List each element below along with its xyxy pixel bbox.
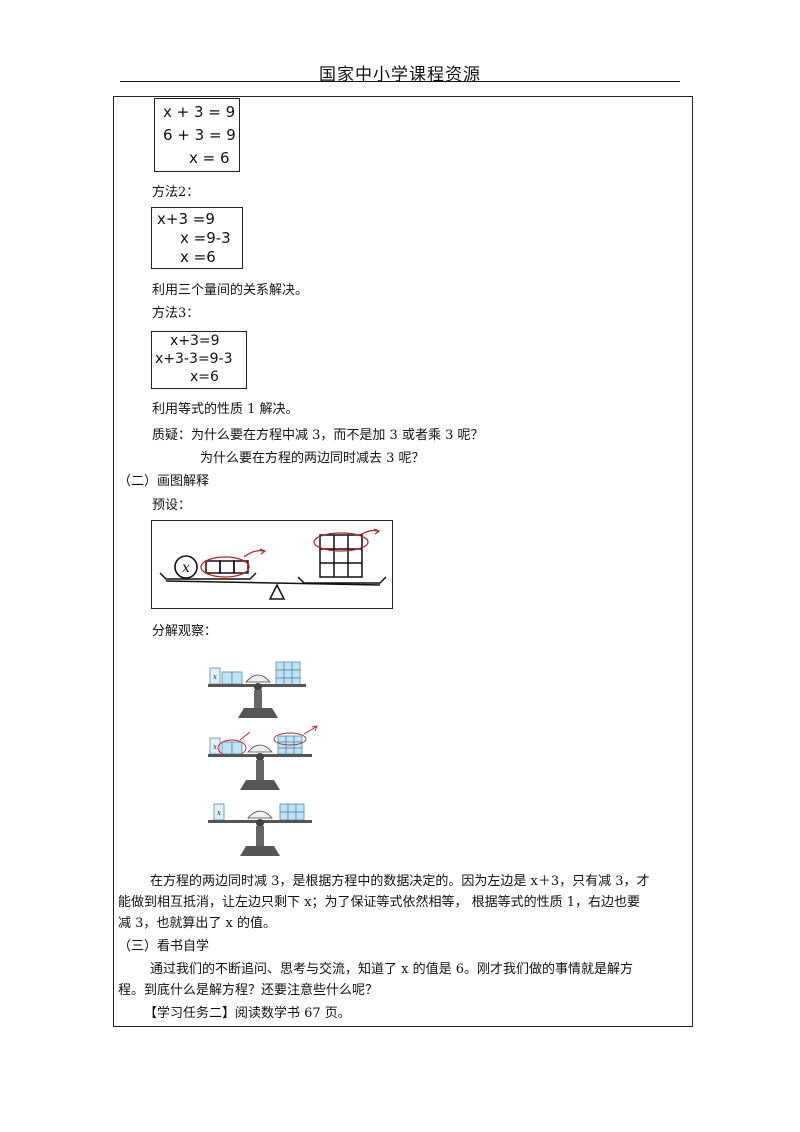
method1-line-2: 6 + 3 = 9	[163, 126, 236, 144]
section3-line-2: 程。到底什么是解方程？还要注意些什么呢？	[118, 983, 379, 998]
method2-note: 利用三个量间的关系解决。	[152, 283, 309, 298]
scale-1-base	[238, 708, 278, 718]
scale-3-base	[240, 846, 280, 856]
scale-2-right-red-arrow	[303, 726, 317, 735]
left-red-arrow	[243, 550, 265, 558]
balance-sketch: x	[151, 520, 393, 609]
scale-2-left-red-arrow	[239, 731, 251, 741]
scale-1-post	[254, 690, 262, 708]
method3-box: x+3=9 x+3-3=9-3 x=6	[151, 331, 247, 389]
scale-2-left-blocks	[209, 737, 243, 755]
variable-symbol: x	[182, 560, 190, 576]
observe-label: 分解观察：	[152, 624, 218, 639]
scale-3-pivot	[256, 819, 264, 827]
balance-sketch-svg: x	[159, 528, 387, 600]
method3-line-3: x=6	[190, 369, 219, 385]
left-red-circle	[200, 556, 250, 578]
scale-2-base	[240, 780, 280, 790]
scale-3-post	[256, 826, 264, 846]
right-unit-blocks	[319, 534, 363, 578]
section2-heading: （二）画图解释	[118, 474, 210, 489]
scale-illustration-2: x	[208, 725, 318, 790]
question-line-1: 质疑：为什么要在方程中减 3，而不是加 3 或者乘 3 呢？	[152, 428, 484, 443]
preset-label: 预设：	[152, 498, 192, 513]
left-pan	[159, 572, 257, 580]
method3-line-2: x+3-3=9-3	[155, 351, 233, 367]
explanation-line-2: 能做到相互抵消，让左边只剩下 x；为了保证等式依然相等， 根据等式的性质 1，右…	[118, 895, 641, 910]
scale-2-dial	[247, 744, 273, 753]
scale-illustration-3: x	[208, 803, 312, 856]
method2-line-2: x =9-3	[180, 229, 231, 247]
scale-1-pivot	[254, 683, 262, 691]
method3-label: 方法3：	[152, 306, 200, 321]
method2-line-3: x =6	[180, 248, 216, 266]
method1-line-1: x + 3 = 9	[163, 103, 236, 121]
right-red-arrow	[359, 529, 379, 536]
scale-2-right-red-circle	[273, 732, 307, 746]
method1-line-3: x = 6	[189, 149, 230, 167]
scale-1-var: x	[213, 673, 217, 681]
scale-3-var: x	[217, 809, 221, 817]
method2-line-1: x+3 =9	[157, 210, 215, 228]
content-frame	[113, 96, 693, 1027]
scale-3-right-blocks	[279, 803, 305, 821]
left-unit-blocks	[205, 560, 249, 574]
method2-label: 方法2：	[152, 185, 200, 200]
variable-circle	[174, 555, 198, 579]
section3-heading: （三）看书自学	[118, 939, 210, 954]
scale-1-dial	[245, 674, 271, 683]
method3-note: 利用等式的性质 1 解决。	[152, 402, 299, 417]
right-red-circle	[313, 532, 369, 552]
fulcrum	[268, 583, 286, 600]
section3-task: 【学习任务二】阅读数学书 67 页。	[144, 1006, 351, 1021]
method3-line-1: x+3=9	[170, 333, 220, 349]
scale-2-pivot	[256, 753, 264, 761]
explanation-line-3: 减 3，也就算出了 x 的值。	[118, 916, 276, 931]
scale-2-var: x	[213, 743, 217, 751]
page-header: 国家中小学课程资源	[319, 65, 481, 85]
scale-illustration-1: x	[208, 661, 306, 718]
scale-1-right-blocks	[275, 661, 301, 687]
explanation-line-1: 在方程的两边同时减 3，是根据方程中的数据决定的。因为左边是 x＋3，只有减 3…	[150, 874, 650, 889]
scale-3-dial	[247, 810, 273, 819]
method1-box: x + 3 = 9 6 + 3 = 9 x = 6	[154, 98, 240, 172]
right-pan	[297, 576, 387, 584]
section3-line-1: 通过我们的不断追问、思考与交流，知道了 x 的值是 6。刚才我们做的事情就是解方	[150, 962, 634, 977]
question-line-2: 为什么要在方程的两边同时减去 3 呢？	[200, 451, 425, 466]
beam	[165, 580, 381, 586]
method2-box: x+3 =9 x =9-3 x =6	[151, 207, 243, 269]
scale-2-post	[256, 760, 264, 780]
header-rule	[120, 81, 680, 82]
